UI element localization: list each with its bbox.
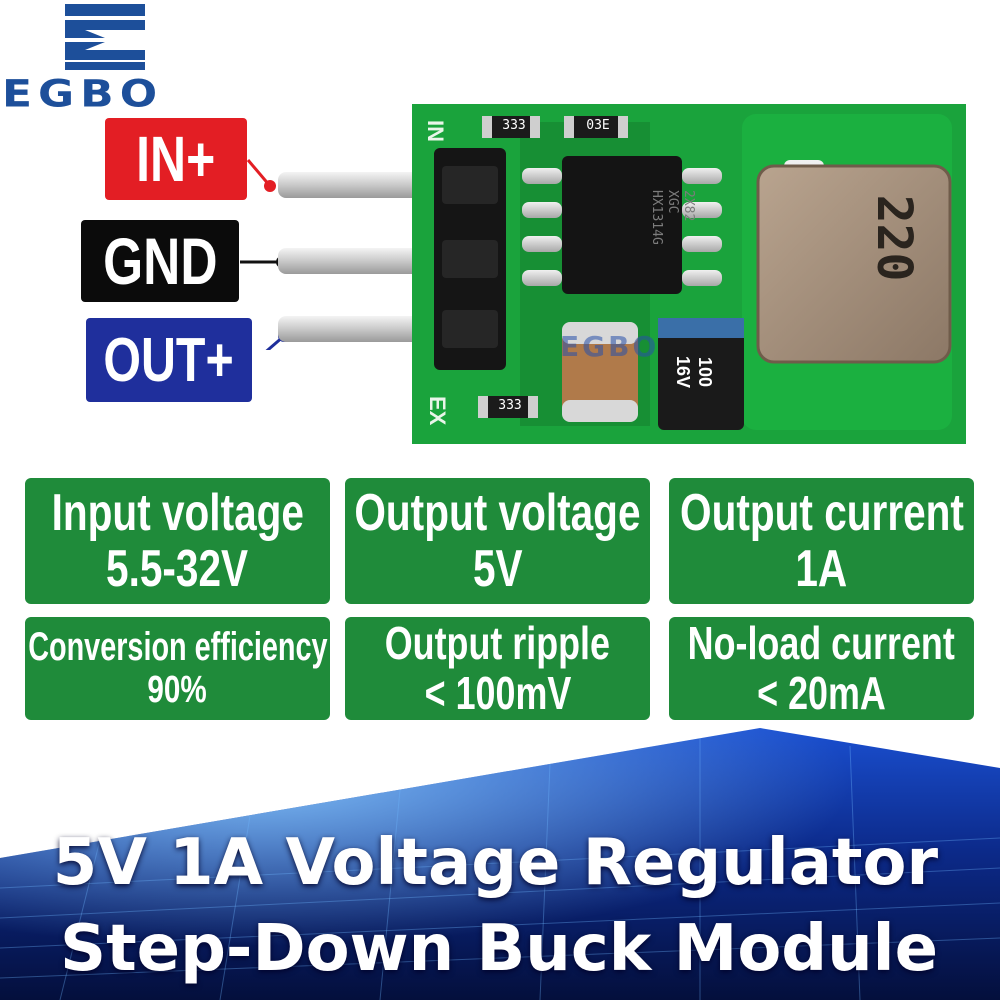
watermark-logo: EGBO — [560, 330, 660, 363]
spec-output-ripple: Output ripple < 100mV — [345, 617, 650, 720]
spec-output-current: Output current 1A — [669, 478, 974, 604]
brand-logo-text: EGBO — [2, 72, 164, 116]
spec-input-voltage-name: Input voltage — [51, 483, 304, 542]
tech-banner-background — [0, 728, 1000, 1000]
product-title-line-1: 5V 1A Voltage Regulator — [52, 826, 938, 900]
spec-output-current-name: Output current — [679, 483, 964, 542]
resistor-top-right-code: 03E — [586, 118, 610, 133]
silk-in-label: IN — [423, 120, 448, 142]
spec-output-voltage-name: Output voltage — [354, 483, 641, 542]
spec-no-load-current-name: No-load current — [687, 617, 956, 669]
ic-marking-line-2: XGC — [665, 190, 680, 214]
spec-output-voltage: Output voltage 5V — [345, 478, 650, 604]
spec-conversion-efficiency: Conversion efficiency 90% — [25, 617, 330, 720]
ic-marking: 2X82 XGC HX1314G — [648, 190, 696, 310]
pin-label-out: OUT+ — [86, 318, 252, 402]
ic-marking-line-1: 2X82 — [681, 190, 696, 222]
pcb-board — [412, 104, 966, 444]
ic-marking-line-3: HX1314G — [649, 190, 664, 245]
resistor-top-left-code: 333 — [502, 118, 526, 133]
silk-ex-label: EX — [425, 396, 450, 426]
spec-no-load-current: No-load current < 20mA — [669, 617, 974, 720]
egbo-logo-mark — [65, 4, 145, 70]
resistor-bottom-code: 333 — [498, 398, 522, 413]
inductor-label: 220 — [866, 194, 922, 282]
spec-output-ripple-name: Output ripple — [384, 617, 611, 669]
spec-conversion-efficiency-value: 90% — [147, 668, 208, 711]
spec-input-voltage: Input voltage 5.5-32V — [25, 478, 330, 604]
spec-input-voltage-value: 5.5-32V — [106, 540, 249, 598]
spec-output-voltage-value: 5V — [472, 540, 523, 598]
spec-output-current-value: 1A — [795, 540, 848, 598]
spec-no-load-current-value: < 20mA — [757, 666, 886, 719]
pin-label-gnd: GND — [81, 220, 239, 302]
spec-conversion-efficiency-name: Conversion efficiency — [27, 625, 328, 670]
pin-label-in: IN+ — [105, 118, 247, 200]
product-title-line-2: Step-Down Buck Module — [59, 912, 938, 986]
spec-output-ripple-value: < 100mV — [424, 666, 571, 719]
